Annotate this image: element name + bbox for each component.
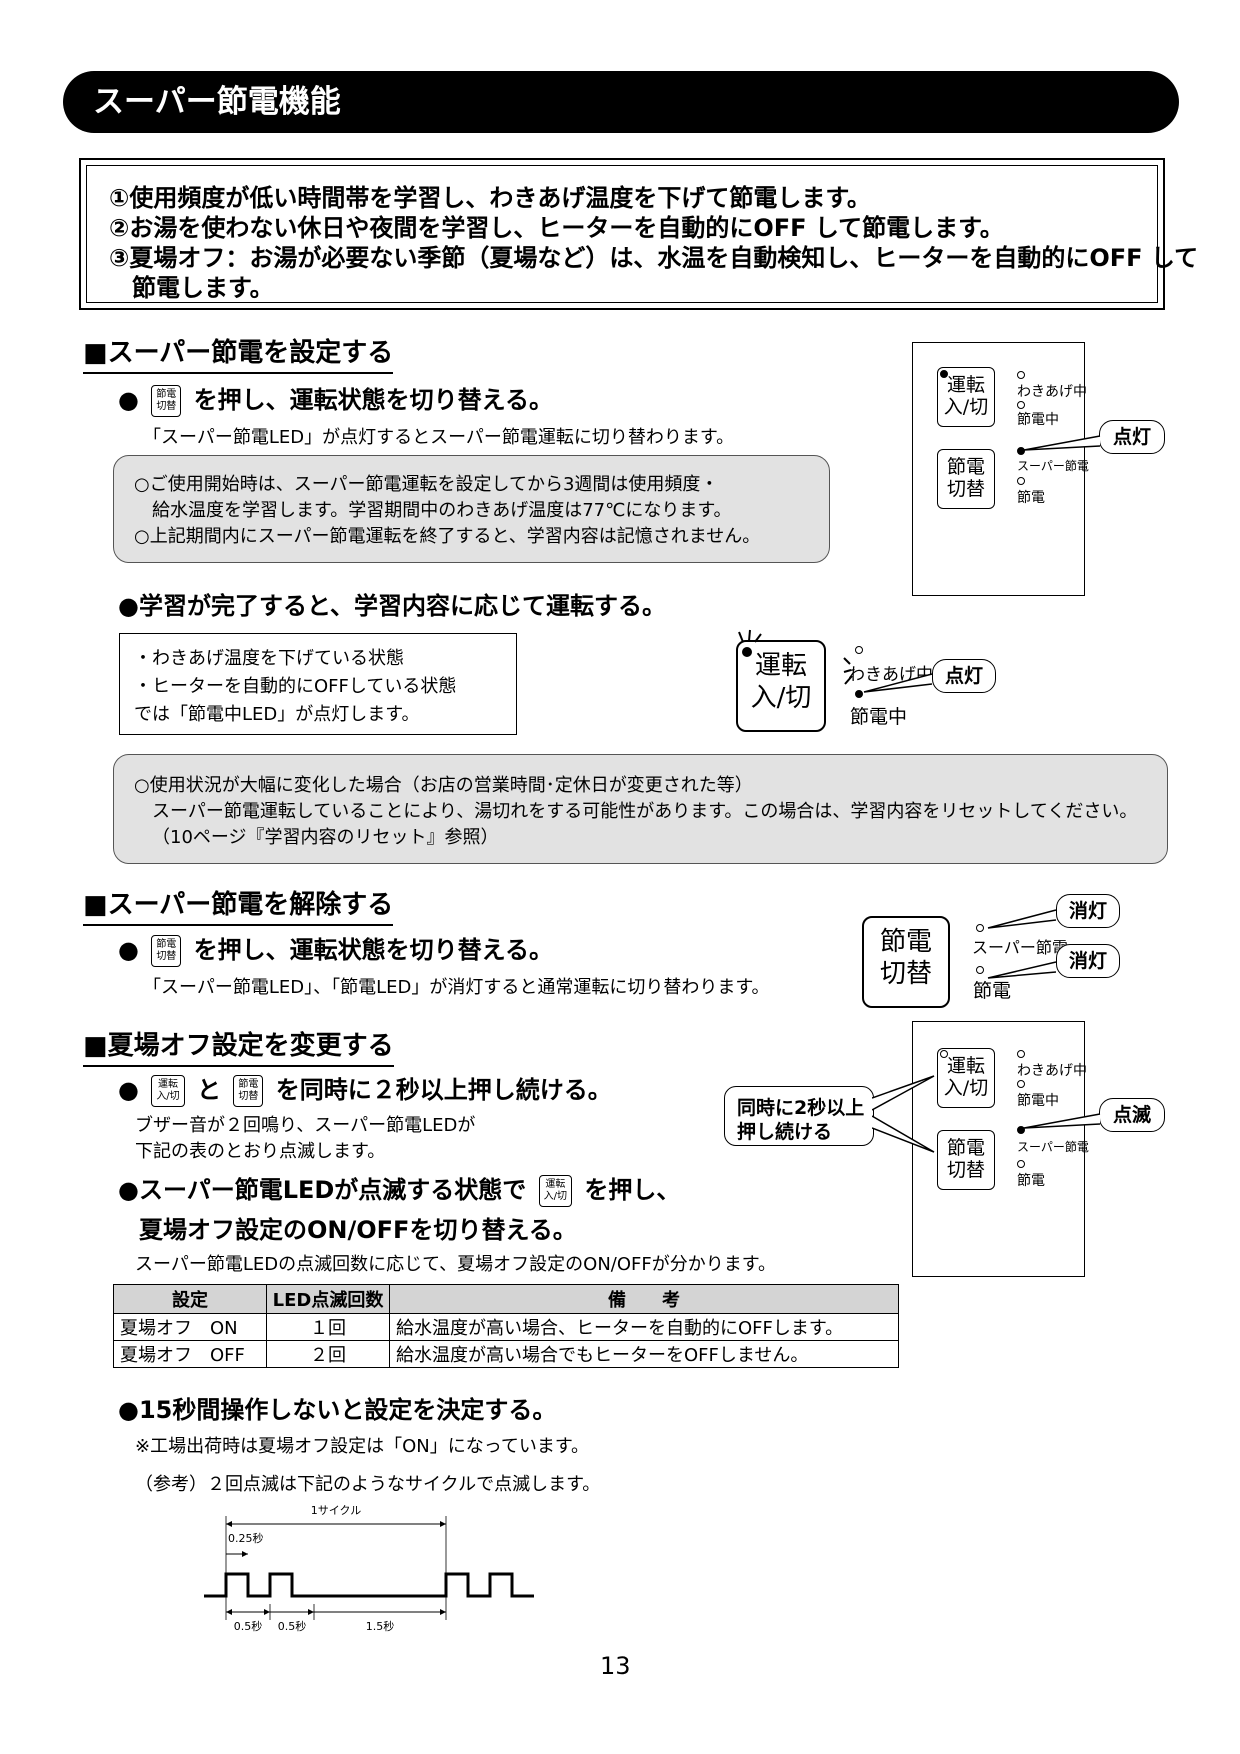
intro-line-1: ①使用頻度が低い時間帯を学習し、わきあげ温度を下げて節電します。: [109, 184, 871, 212]
unten-button-illustration: 運転入/切: [736, 640, 826, 732]
control-panel-summer: 運転入/切 節電切替 わきあげ中 節電中 スーパー節電 節電: [912, 1021, 1089, 1277]
page-header: スーパー節電機能: [63, 71, 1179, 133]
callout-off-2: 消灯: [1056, 944, 1120, 978]
summer-desc-3: スーパー節電LEDの点滅回数に応じて、夏場オフ設定のON/OFFが分かります。: [135, 1254, 776, 1275]
setsuden-key-icon: 節電切替: [233, 1075, 264, 1107]
summer-desc-2: 下記の表のとおり点滅します。: [135, 1141, 386, 1162]
setsuden-button: 節電切替: [937, 449, 995, 509]
note-learning: ○ご使用開始時は、スーパー節電運転を設定してから3週間は使用頻度・ 給水温度を学…: [113, 455, 830, 563]
state-box: ・わきあげ温度を下げている状態 ・ヒーターを自動的にOFFしている状態 では「節…: [119, 633, 517, 735]
note-usage-change: ○使用状況が大幅に変化した場合（お店の営業時間･定休日が変更された等） スーパー…: [113, 754, 1168, 864]
summer-desc-1: ブザー音が２回鳴り、スーパー節電LEDが: [135, 1115, 476, 1136]
t05a-label: 0.5秒: [234, 1619, 263, 1633]
setsuden-key-icon: 節電切替: [151, 935, 182, 967]
callout-simultaneous: 同時に2秒以上 押し続ける: [724, 1086, 874, 1146]
intro-box: ①使用頻度が低い時間帯を学習し、わきあげ温度を下げて節電します。 ②お湯を使わな…: [79, 158, 1198, 310]
section-title-cancel: ■スーパー節電を解除する: [83, 884, 394, 926]
learning-complete-heading: ●学習が完了すると、学習内容に応じて運転する。: [118, 592, 666, 620]
section-title-summer-off: ■夏場オフ設定を変更する: [83, 1025, 394, 1067]
t15-label: 1.5秒: [366, 1619, 395, 1633]
callout-on-panel: 点灯: [1099, 420, 1165, 454]
blink-timing-diagram: 1サイクル 0.25秒 0.5秒 0.5秒 1.5秒: [204, 1504, 534, 1633]
step-cancel: ● 節電切替 を押し、運転状態を切り替える。: [118, 930, 553, 967]
control-panel-set: 運転入/切 節電切替 わきあげ中 節電中 スーパー節電 節電: [912, 342, 1089, 596]
table-header: 備 考: [389, 1284, 899, 1314]
summer-off-table: 設定 LED点滅回数 備 考 夏場オフ ON １回 給水温度が高い場合、ヒーター…: [113, 1284, 899, 1368]
factory-note: ※工場出荷時は夏場オフ設定は「ON」になっています。: [135, 1436, 590, 1457]
blink-step-2: 夏場オフ設定のON/OFFを切り替える。: [139, 1216, 577, 1244]
step-summer-off: ● 運転入/切 と 節電切替 を同時に２秒以上押し続ける。: [118, 1070, 612, 1107]
intro-line-3: ③夏場オフ：お湯が必要ない季節（夏場など）は、水温を自動検知し、ヒーターを自動的…: [109, 244, 1199, 272]
set-description: 「スーパー節電LED」が点灯するとスーパー節電運転に切り替わります。: [143, 427, 735, 448]
cancel-description: 「スーパー節電LED」、「節電LED」が消灯すると通常運転に切り替わります。: [143, 977, 770, 998]
page-title: スーパー節電機能: [93, 84, 341, 120]
unten-button: 運転入/切: [937, 367, 995, 427]
light-rays-icon: [738, 629, 762, 643]
intro-line-4: 節電します。: [132, 274, 274, 302]
unten-button: 運転入/切: [937, 1048, 995, 1108]
t05b-label: 0.5秒: [278, 1619, 307, 1633]
table-header: 設定: [113, 1284, 267, 1314]
table-row: 夏場オフ ON １回 給水温度が高い場合、ヒーターを自動的にOFFします。: [113, 1313, 899, 1341]
cycle-label: 1サイクル: [311, 1504, 361, 1517]
callout-on: 点灯: [932, 659, 996, 693]
table-header: LED点滅回数: [266, 1284, 390, 1314]
setsuden-button: 節電切替: [937, 1130, 995, 1190]
blink-step: ●スーパー節電LEDが点滅する状態で 運転入/切 を押し、: [118, 1170, 680, 1207]
section-title-set: ■スーパー節電を設定する: [83, 332, 394, 374]
page-number: 13: [600, 1652, 631, 1680]
callout-off-1: 消灯: [1056, 894, 1120, 928]
step-set: ● 節電切替 を押し、運転状態を切り替える。: [118, 380, 553, 417]
unten-key-icon: 運転入/切: [151, 1075, 185, 1107]
unten-led: [742, 647, 752, 657]
t025-label: 0.25秒: [228, 1531, 264, 1545]
callout-blink: 点滅: [1099, 1098, 1165, 1132]
decide-heading: ●15秒間操作しないと設定を決定する。: [118, 1396, 557, 1424]
light-rays-icon: [843, 657, 853, 685]
reference-note: （参考）２回点滅は下記のようなサイクルで点滅します。: [135, 1474, 601, 1495]
unten-key-icon: 運転入/切: [538, 1175, 573, 1207]
setsuden-key-icon: 節電切替: [151, 385, 182, 417]
setsuden-button-illustration: 節電切替: [862, 916, 950, 1008]
table-row: 夏場オフ OFF ２回 給水温度が高い場合でもヒーターをOFFしません。: [113, 1340, 899, 1368]
intro-line-2: ②お湯を使わない休日や夜間を学習し、ヒーターを自動的にOFF して節電します。: [109, 214, 1004, 242]
